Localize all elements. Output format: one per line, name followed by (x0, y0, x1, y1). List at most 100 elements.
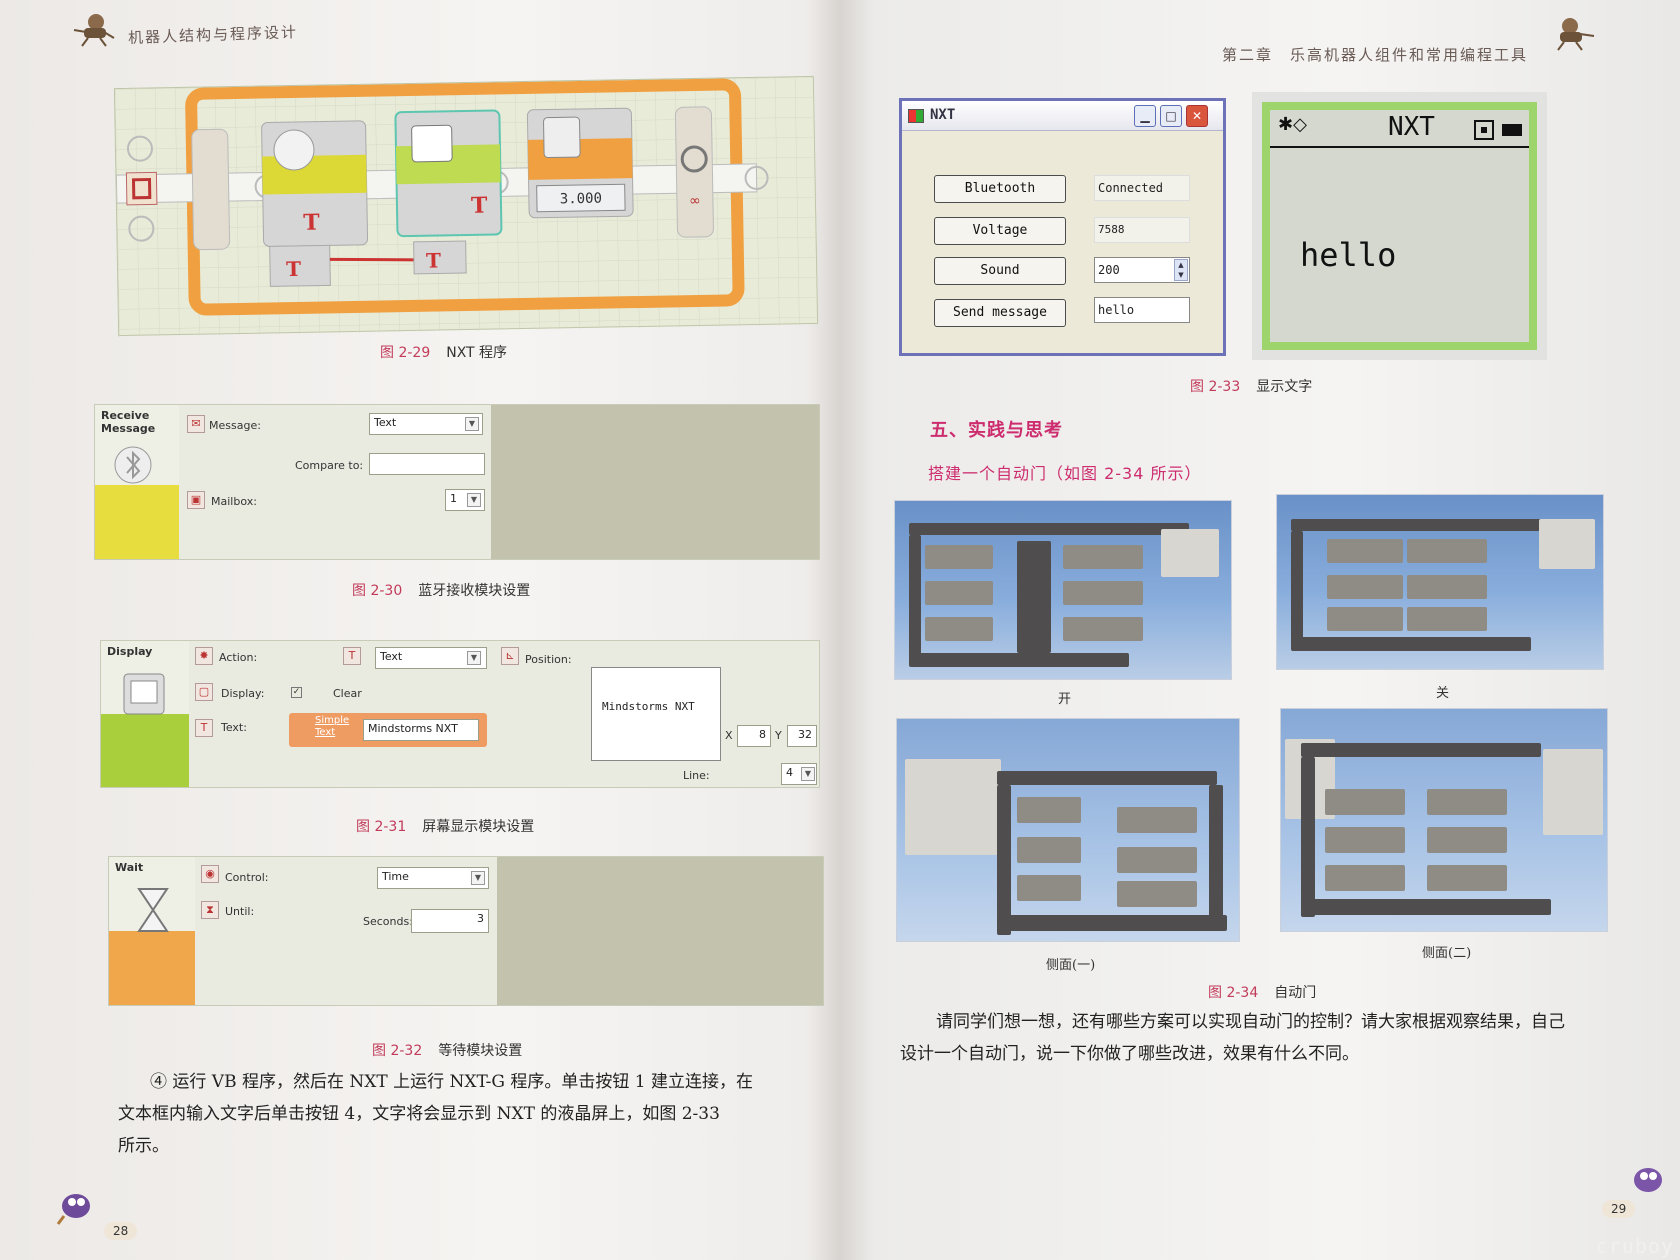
figure-number: 图 2-31 (356, 819, 407, 835)
task-title: 搭建一个自动门（如图 2-34 所示） (928, 464, 1202, 483)
running-header-right: 第二章 乐高机器人组件和常用编程工具 (1222, 46, 1529, 64)
running-header-left: 机器人结构与程序设计 (127, 23, 299, 47)
mailbox-icon: ▣ (187, 491, 205, 509)
figure-caption-2-32: 图 2-32 等待模块设置 (372, 1040, 522, 1060)
display-option-icon: ▢ (195, 683, 213, 701)
robot-mascot-icon (1634, 1168, 1662, 1192)
until-icon: ⧗ (201, 901, 219, 919)
watermark: cruboy (1595, 1234, 1674, 1258)
nxt-vb-window: NXT ▁ □ ✕ Bluetooth Connected Voltage 75… (899, 98, 1226, 356)
bluetooth-button[interactable]: Bluetooth (934, 175, 1066, 203)
figure-title: 屏幕显示模块设置 (422, 819, 535, 835)
svg-text:∞: ∞ (689, 193, 701, 209)
action-select[interactable]: Text (375, 647, 487, 669)
battery-icon (1502, 124, 1522, 136)
maximize-icon[interactable]: □ (1160, 105, 1182, 127)
body-line: ④ 运行 VB 程序，然后在 NXT 上运行 NXT-G 程序。单击按钮 1 建… (150, 1072, 753, 1092)
message-input[interactable]: hello (1094, 297, 1190, 323)
chevron-down-icon[interactable]: ▼ (465, 417, 479, 431)
position-icon: ⊾ (501, 647, 519, 665)
voltage-button[interactable]: Voltage (934, 217, 1066, 245)
voltage-text: 7588 (1094, 217, 1190, 243)
figure-caption-2-31: 图 2-31 屏幕显示模块设置 (356, 816, 534, 836)
figure-number: 图 2-32 (372, 1043, 423, 1059)
spinner-arrows-icon[interactable]: ▲▼ (1174, 259, 1188, 281)
x-label: X (725, 729, 733, 742)
y-label: Y (775, 729, 782, 742)
y-input[interactable]: 32 (787, 725, 817, 747)
display-title: Display (107, 645, 153, 658)
page-number-right: 29 (1602, 1200, 1636, 1218)
robot-mascot-icon (73, 14, 115, 47)
panel-blank-area (491, 405, 819, 559)
message-label: Message: (209, 419, 261, 432)
photo-side-one (896, 718, 1240, 942)
sound-button[interactable]: Sound (934, 257, 1066, 285)
body-line: 文本框内输入文字后单击按钮 4，文字将会显示到 NXT 的液晶屏上，如图 2-3… (118, 1104, 720, 1124)
display-icon (123, 673, 165, 715)
seconds-input[interactable]: 3 (411, 909, 489, 933)
figure-title: 等待模块设置 (438, 1043, 523, 1059)
photo-door-open (894, 500, 1232, 680)
figure-title: NXT 程序 (446, 345, 508, 361)
body-line: 所示。 (118, 1136, 169, 1156)
send-message-button[interactable]: Send message (934, 299, 1066, 327)
position-preview[interactable]: Mindstorms NXT (591, 667, 721, 761)
chevron-down-icon[interactable]: ▼ (471, 871, 485, 885)
body-line: 设计一个自动门，说一下你做了哪些改进，效果有什么不同。 (900, 1044, 1359, 1064)
wait-panel: Wait ◉ Control: Time ▼ ⧗ Until: Seconds:… (108, 856, 824, 1006)
lcd-title: NXT (1388, 112, 1435, 142)
left-page: 机器人结构与程序设计 T T (0, 0, 830, 1260)
photo-label-open: 开 (1058, 692, 1072, 707)
status-text: Connected (1094, 175, 1190, 201)
svg-text:T: T (471, 193, 488, 219)
text-label: Text: (221, 721, 247, 734)
photo-label-side-two: 侧面(二) (1422, 946, 1472, 961)
seconds-label: Seconds: (363, 915, 413, 928)
wait-side: Wait (109, 857, 195, 1005)
bluetooth-icon (114, 446, 152, 484)
right-page: 第二章 乐高机器人组件和常用编程工具 (850, 0, 1680, 1260)
wait-time-value: 3.000 (560, 191, 602, 208)
figure-title: 蓝牙接收模块设置 (418, 583, 531, 599)
minimize-icon[interactable]: ▁ (1134, 105, 1156, 127)
nxt-program-figure: T T 3.000 ∞ T T (113, 75, 820, 338)
compare-to-input[interactable] (369, 453, 485, 475)
lcd-text: hello (1300, 236, 1397, 274)
window-titlebar: NXT ▁ □ ✕ (902, 101, 1223, 131)
clear-checkbox[interactable]: ✓ (291, 687, 302, 698)
robot-mascot-icon (56, 1194, 90, 1225)
text-input[interactable]: Mindstorms NXT (363, 719, 479, 741)
nxt-program-diagram: T T 3.000 ∞ T T (114, 76, 820, 338)
figure-title: 自动门 (1274, 985, 1317, 1001)
svg-text:T: T (426, 248, 441, 272)
x-input[interactable]: 8 (737, 725, 771, 747)
message-type-select[interactable]: Text (369, 413, 483, 435)
display-side: Display (101, 641, 189, 787)
line-label: Line: (683, 769, 710, 782)
app-icon (908, 109, 924, 123)
control-icon: ◉ (201, 865, 219, 883)
page-number-left: 28 (104, 1222, 138, 1240)
action-label: Action: (219, 651, 258, 664)
photo-label-closed: 关 (1436, 686, 1450, 701)
chevron-down-icon[interactable]: ▼ (467, 493, 481, 507)
compare-label: Compare to: (295, 459, 364, 472)
chevron-down-icon[interactable]: ▼ (801, 767, 815, 781)
photo-side-two (1280, 708, 1608, 932)
preview-text: Mindstorms NXT (602, 700, 695, 713)
clear-label: Clear (333, 687, 362, 700)
control-select[interactable]: Time (377, 867, 489, 889)
panel-blank-area (497, 857, 823, 1005)
hourglass-icon (137, 888, 169, 932)
close-icon[interactable]: ✕ (1186, 105, 1208, 127)
figure-title: 显示文字 (1256, 379, 1313, 395)
chevron-down-icon[interactable]: ▼ (467, 651, 481, 665)
